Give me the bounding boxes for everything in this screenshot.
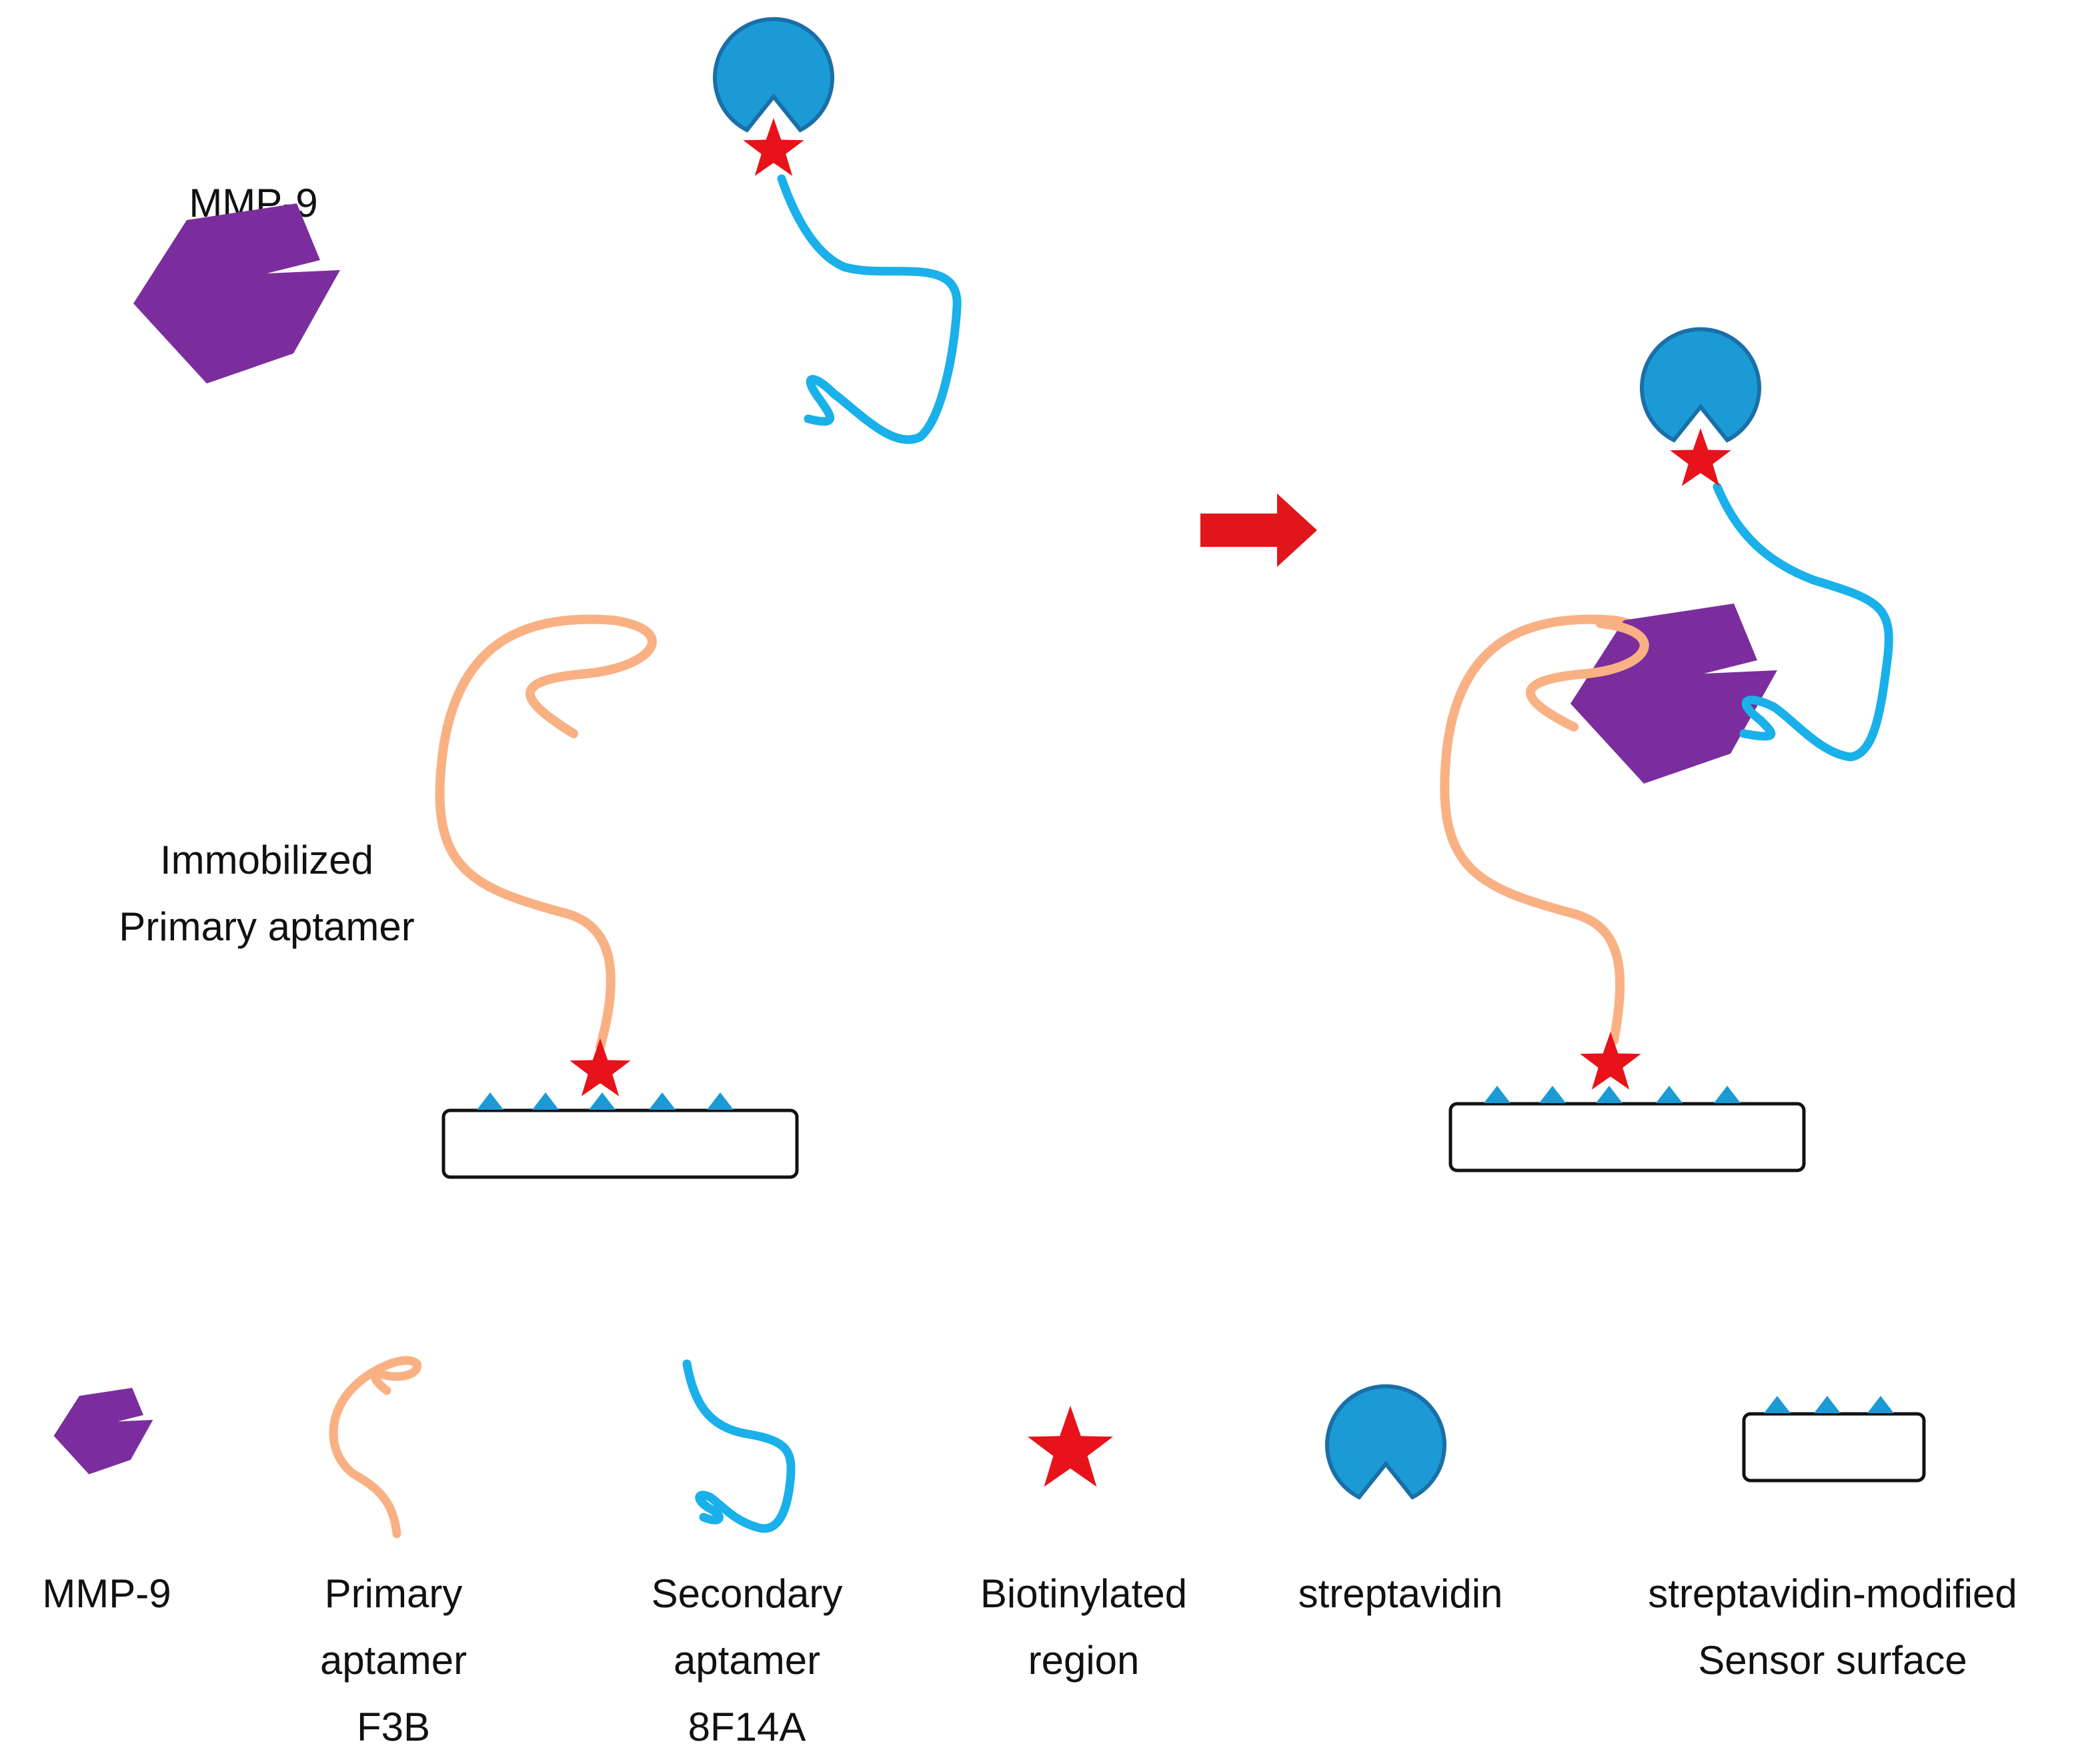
legend-secondary-line-3: 8F14A [688, 1705, 806, 1749]
mmp9-shape [133, 203, 340, 383]
streptavidin-shape [715, 19, 832, 130]
legend-surface-bumps [1764, 1396, 1894, 1413]
legend-surface-icon [1742, 1412, 1926, 1483]
arrow-shape [1200, 494, 1317, 567]
sensor-right-complex [1440, 329, 1893, 1172]
legend-secondary-line-1: Secondary [652, 1571, 843, 1616]
reaction-arrow [1200, 494, 1317, 567]
secondary-aptamer-free [715, 19, 962, 444]
secondary-aptamer-strand [777, 174, 962, 444]
surface-streptavidin-bumps [1484, 1086, 1741, 1103]
sensor-left: Immobilized Primary aptamer [119, 614, 799, 1179]
legend-secondary-icon [682, 1359, 796, 1533]
legend-biotin-label: Biotinylated region [980, 1571, 1187, 1683]
legend-streptavidin: streptavidin [1298, 1387, 1503, 1616]
legend-mmp9-line-1: MMP-9 [42, 1571, 171, 1616]
biotin-star [743, 118, 804, 176]
legend-primary-line-2: aptamer [320, 1638, 467, 1683]
legend-biotin-icon [1028, 1405, 1113, 1487]
secondary-aptamer-strand [1713, 482, 1893, 762]
legend-biotin-line-1: Biotinylated [980, 1571, 1187, 1616]
primary-aptamer-strand [435, 614, 657, 1052]
primary-aptamer-tip [1583, 619, 1649, 678]
legend-biotin: Biotinylated region [980, 1405, 1187, 1683]
legend-mmp9-icon [53, 1388, 153, 1475]
biotin-star [570, 1038, 631, 1096]
legend-surface-line-2: Sensor surface [1698, 1638, 1967, 1683]
streptavidin-shape [1642, 329, 1759, 440]
surface-streptavidin-bumps [477, 1092, 734, 1110]
legend-secondary: Secondary aptamer 8F14A [652, 1359, 843, 1749]
legend-primary-line-1: Primary [325, 1571, 463, 1616]
sensor-surface [1448, 1102, 1806, 1172]
legend-mmp9-label: MMP-9 [42, 1571, 171, 1616]
immobilized-label-line2: Primary aptamer [119, 904, 414, 949]
biotin-star [1580, 1032, 1641, 1090]
legend-surface-line-1: streptavidin-modified [1648, 1571, 2017, 1616]
legend-streptavidin-label: streptavidin [1298, 1571, 1503, 1616]
mmp9-free: MMP-9 [133, 181, 340, 383]
legend-streptavidin-icon [1327, 1387, 1444, 1497]
primary-aptamer-strand [1440, 614, 1657, 1045]
legend-biotin-line-2: region [1028, 1638, 1140, 1683]
immobilized-label-line1: Immobilized [160, 838, 373, 882]
mmp9-shape [1571, 604, 1777, 784]
legend-secondary-line-2: aptamer [674, 1638, 820, 1683]
legend-mmp9: MMP-9 [42, 1388, 171, 1616]
sensor-surface [441, 1108, 799, 1179]
legend-secondary-label: Secondary aptamer 8F14A [652, 1571, 843, 1749]
legend-streptavidin-line-1: streptavidin [1298, 1571, 1503, 1616]
legend-primary-line-3: F3B [357, 1705, 430, 1749]
biotin-star [1670, 428, 1731, 486]
legend-primary-icon [329, 1356, 421, 1539]
